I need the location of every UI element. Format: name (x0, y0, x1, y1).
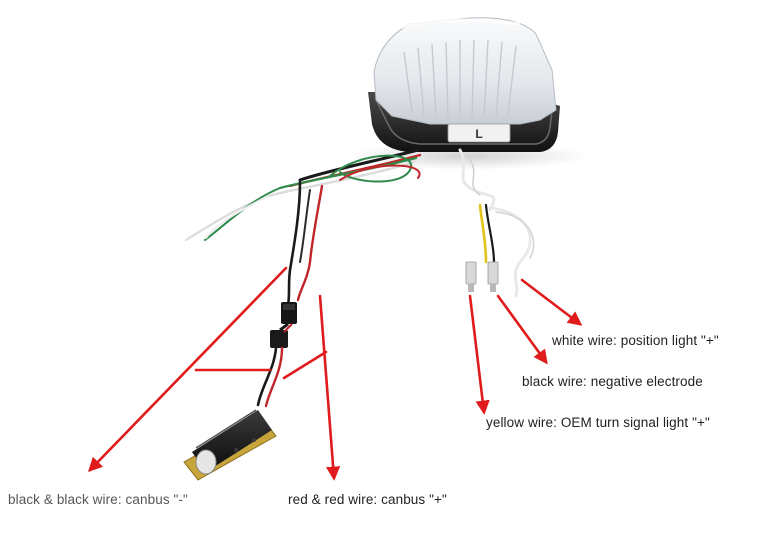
label-white-wire: white wire: position light "+" (552, 333, 719, 348)
callout-arrows (88, 266, 583, 481)
wire-harness-left (184, 148, 422, 307)
label-black-black-wire: black & black wire: canbus "-" (8, 492, 188, 507)
label-red-red-wire: red & red wire: canbus "+" (288, 492, 447, 507)
wire-harness-right (458, 148, 535, 298)
arrow-yellow-wire (468, 294, 490, 415)
canbus-module (183, 409, 277, 481)
label-black-wire: black wire: negative electrode (522, 374, 703, 389)
wire-connector (270, 302, 297, 348)
arrow-black-black-wire (88, 266, 288, 473)
marker-lamp: L (348, 17, 588, 170)
arrow-black-wire (496, 294, 548, 365)
lamp-side-mark: L (475, 127, 482, 141)
arrow-white-wire (520, 278, 583, 326)
label-yellow-wire: yellow wire: OEM turn signal light "+" (486, 415, 710, 430)
arrow-red-red-wire (318, 294, 341, 481)
module-wires (256, 346, 284, 408)
